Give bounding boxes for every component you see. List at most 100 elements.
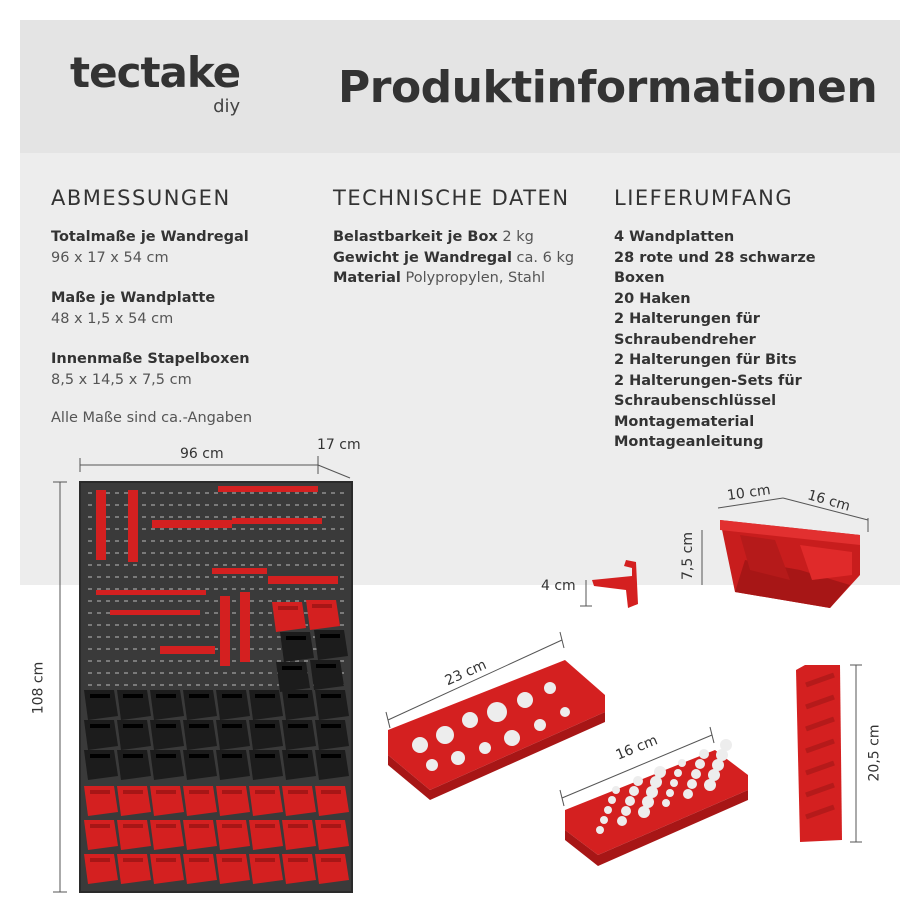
board-slot: [178, 672, 182, 674]
board-slot: [133, 648, 137, 650]
board-slot: [124, 564, 128, 566]
spec-value: 96 x 17 x 54 cm: [51, 249, 169, 266]
spec-item: Belastbarkeit je Box 2 kg: [333, 227, 574, 248]
board-slot: [160, 492, 164, 494]
board-slot: [124, 516, 128, 518]
board-slot: [331, 564, 335, 566]
board-slot: [142, 672, 146, 674]
board-slot: [295, 528, 299, 530]
bin-lip: [321, 858, 341, 862]
spec-value: ca. 6 kg: [516, 249, 575, 266]
bin-lip: [255, 824, 275, 828]
board-slot: [124, 624, 128, 626]
board-slot: [313, 492, 317, 494]
bin-lip: [321, 694, 341, 698]
bin-lip: [189, 694, 209, 698]
board-slot: [169, 564, 173, 566]
board-slot: [196, 600, 200, 602]
board-slot: [142, 624, 146, 626]
board-slot: [205, 576, 209, 578]
board-slot: [133, 636, 137, 638]
board-slot: [187, 672, 191, 674]
board-slot: [160, 600, 164, 602]
spec-value: 8,5 x 14,5 x 7,5 cm: [51, 371, 192, 388]
board-slot: [178, 624, 182, 626]
depth-label: 17 cm: [317, 437, 361, 453]
board-slot: [106, 648, 110, 650]
board-slot: [295, 588, 299, 590]
board-slot: [304, 504, 308, 506]
board-slot: [277, 504, 281, 506]
board-slot: [106, 624, 110, 626]
height-label: 108 cm: [30, 661, 47, 715]
board-slot: [277, 540, 281, 542]
bin-lip: [312, 604, 332, 608]
board-slot: [88, 492, 92, 494]
board-slot: [160, 624, 164, 626]
bit-hole: [650, 776, 662, 788]
bit-hole: [646, 786, 658, 798]
board-slot: [223, 564, 227, 566]
box-height-label: 7,5 cm: [680, 531, 697, 581]
bit-holder-image: [565, 739, 748, 866]
board-slot: [214, 552, 218, 554]
board-slot: [250, 672, 254, 674]
bit-hole: [662, 799, 670, 807]
board-slot: [286, 552, 290, 554]
board-slot: [133, 576, 137, 578]
tool-hole: [504, 730, 520, 746]
bin-lip: [90, 754, 110, 758]
board-slot: [151, 624, 155, 626]
board-slot: [205, 564, 209, 566]
bin-lip: [321, 724, 341, 728]
bit-hole: [708, 769, 720, 781]
board-slot: [124, 528, 128, 530]
bit-hole: [621, 806, 631, 816]
board-slot: [232, 624, 236, 626]
board-slot: [151, 636, 155, 638]
bin-lip: [222, 858, 242, 862]
stack-box-image: [720, 520, 860, 608]
board-slot: [340, 612, 344, 614]
board-slot: [151, 492, 155, 494]
bin-lip: [189, 790, 209, 794]
board-slot: [277, 528, 281, 530]
board-slot: [88, 528, 92, 530]
board-slot: [277, 516, 281, 518]
board-slot: [232, 504, 236, 506]
board-slot: [115, 576, 119, 578]
board-slot: [313, 528, 317, 530]
board-slot: [241, 528, 245, 530]
board-slot: [241, 552, 245, 554]
board-slot: [241, 576, 245, 578]
board-slot: [250, 504, 254, 506]
bit-hole: [612, 786, 620, 794]
board-slot: [142, 492, 146, 494]
bin-lip: [288, 790, 308, 794]
board-slot: [322, 540, 326, 542]
board-slot: [133, 624, 137, 626]
lieferumfang-section: LIEFERUMFANG 4 Wandplatten 28 rote und 2…: [614, 186, 829, 453]
board-slot: [295, 552, 299, 554]
board-slot: [178, 528, 182, 530]
board-slot: [214, 612, 218, 614]
bin-lip: [320, 634, 340, 638]
board-slot: [151, 564, 155, 566]
board-slot: [160, 588, 164, 590]
board-slot: [277, 552, 281, 554]
bin-lip: [255, 694, 275, 698]
board-slot: [214, 636, 218, 638]
board-slot: [313, 564, 317, 566]
holder-small-dimension: [559, 726, 715, 807]
board-slot: [304, 660, 308, 662]
board-slot: [205, 672, 209, 674]
bit-hole: [600, 816, 608, 824]
board-slot: [187, 660, 191, 662]
board-slot: [196, 684, 200, 686]
board-slot: [223, 504, 227, 506]
board-slot: [214, 564, 218, 566]
board-slot: [205, 636, 209, 638]
header-band: [20, 20, 900, 153]
board-slot: [304, 624, 308, 626]
tool-hole: [412, 737, 428, 753]
